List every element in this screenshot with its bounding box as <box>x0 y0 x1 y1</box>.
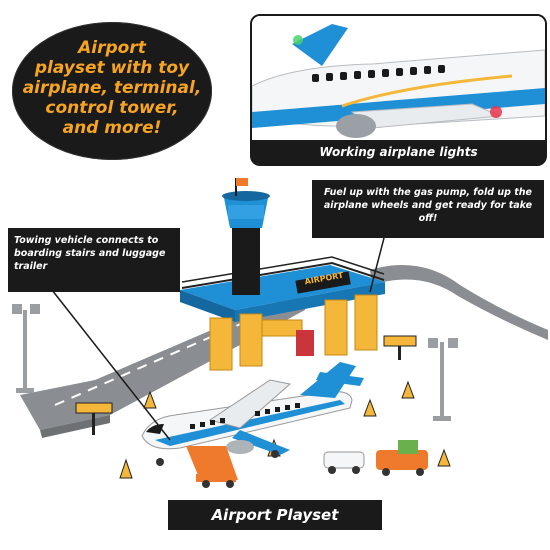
headline-line: and more! <box>62 118 162 138</box>
boarding-stairs-truck <box>186 446 238 488</box>
lamp-post-left <box>12 304 40 393</box>
headline-text: Airport playset with toy airplane, termi… <box>20 38 204 138</box>
gas-pump <box>296 330 314 356</box>
airplane-closeup <box>252 16 545 164</box>
terminal-deck <box>180 256 385 322</box>
toy-airplane <box>141 362 364 466</box>
inset-caption: Working airplane lights <box>250 140 547 164</box>
terminal-pillars <box>209 294 378 371</box>
lamp-post-right <box>428 338 458 421</box>
headline-line: Airport <box>78 38 146 58</box>
airport-sign-bg <box>295 271 351 294</box>
control-tower <box>222 178 270 295</box>
headline-line: playset with toy <box>34 58 190 78</box>
towing-callout: Towing vehicle connects to boarding stai… <box>8 228 180 292</box>
sign-right <box>383 335 417 360</box>
sign-left <box>75 402 113 435</box>
product-title: Airport Playset <box>168 500 382 530</box>
headline-badge <box>12 22 212 160</box>
headline-line: control tower, <box>45 98 179 118</box>
headline-line: airplane, terminal, <box>22 78 202 98</box>
tow-vehicles <box>323 440 428 476</box>
fuel-leader-line <box>369 237 385 293</box>
fuel-callout: Fuel up with the gas pump, fold up the a… <box>312 180 544 238</box>
towing-leader-line <box>51 289 171 441</box>
road-ramp-right <box>370 265 548 340</box>
